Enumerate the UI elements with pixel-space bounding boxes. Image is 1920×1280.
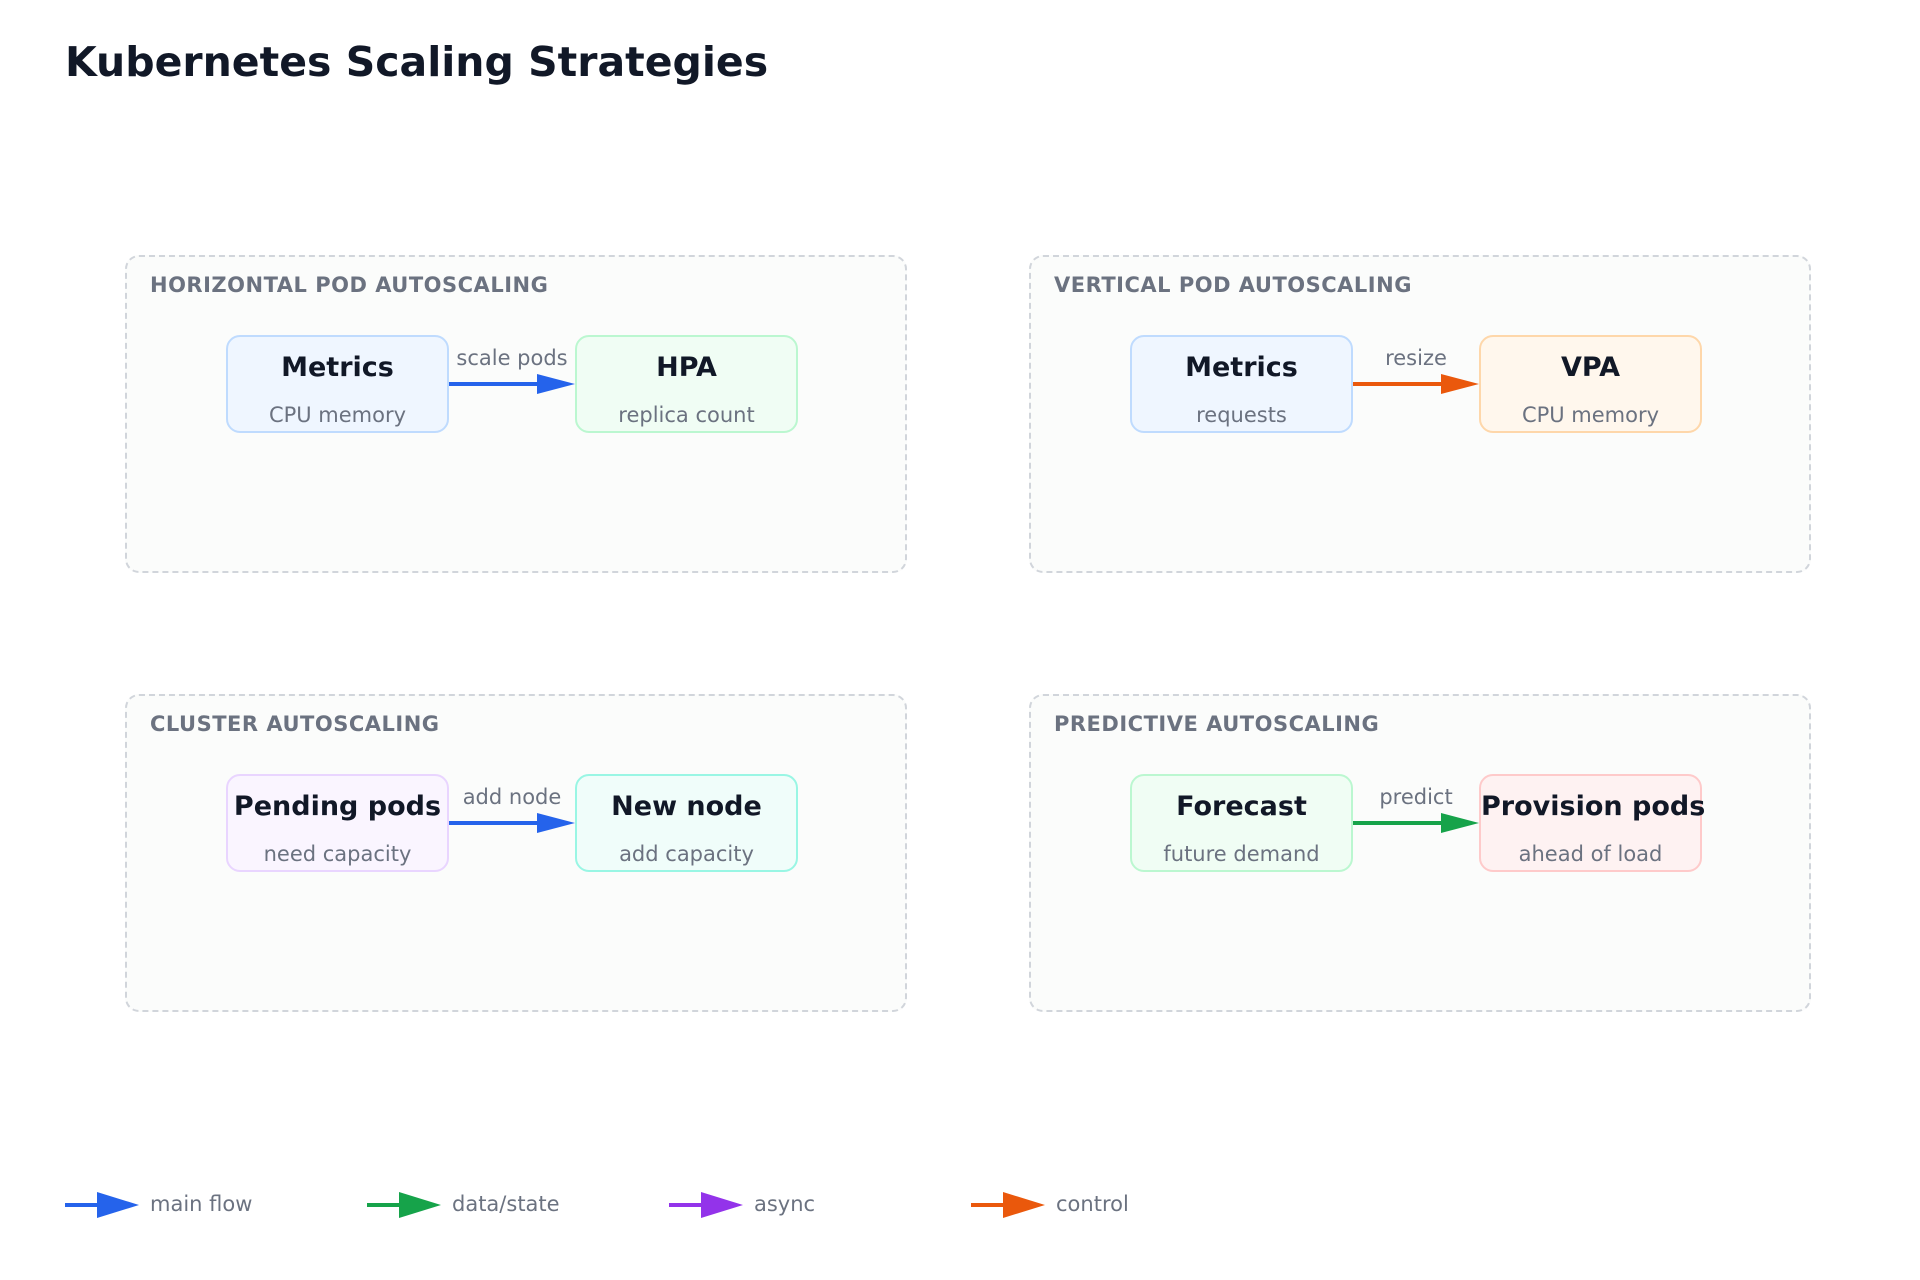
edge-arrow [1353,813,1479,833]
node-subtitle: replica count [618,403,755,427]
node-title: Forecast [1176,791,1307,822]
node-title: VPA [1560,352,1621,383]
legend-label: main flow [150,1192,253,1216]
edge-arrow [449,813,575,833]
legend-arrow-icon [669,1192,743,1218]
panel-label: CLUSTER AUTOSCALING [150,712,440,736]
panel-label: HORIZONTAL POD AUTOSCALING [150,273,549,297]
node-title: Provision pods [1481,791,1706,822]
node-title: HPA [656,352,717,383]
panel-horizontal-pod-autoscaling: HORIZONTAL POD AUTOSCALING Metrics CPU m… [125,255,907,573]
node-vpa[interactable]: VPA CPU memory [1479,335,1702,433]
panel-label: VERTICAL POD AUTOSCALING [1054,273,1412,297]
node-new-node[interactable]: New node add capacity [575,774,798,872]
node-subtitle: requests [1196,403,1287,427]
node-forecast[interactable]: Forecast future demand [1130,774,1353,872]
edge-label: add node [462,785,562,809]
legend-arrow-icon [971,1192,1045,1218]
node-provision-pods[interactable]: Provision pods ahead of load [1479,774,1706,872]
panel-label: PREDICTIVE AUTOSCALING [1054,712,1380,736]
edge-label: predict [1379,785,1453,809]
node-subtitle: ahead of load [1518,842,1663,866]
panel-cluster-autoscaling: CLUSTER AUTOSCALING Pending pods need ca… [125,694,907,1012]
node-pending-pods[interactable]: Pending pods need capacity [226,774,449,872]
edge-label: resize [1385,346,1447,370]
diagram-title: Kubernetes Scaling Strategies [65,38,769,86]
node-metrics[interactable]: Metrics CPU memory [226,335,449,433]
legend-arrow-icon [65,1192,139,1218]
edge-arrow [1353,374,1479,394]
node-subtitle: add capacity [619,842,754,866]
node-title: Pending pods [233,791,442,822]
node-title: New node [611,791,762,822]
legend-label: data/state [452,1192,560,1216]
panel-predictive-autoscaling: PREDICTIVE AUTOSCALING Forecast future d… [1029,694,1811,1012]
legend-label: control [1056,1192,1129,1216]
node-subtitle: future demand [1163,842,1320,866]
legend-label: async [754,1192,816,1216]
panel-vertical-pod-autoscaling: VERTICAL POD AUTOSCALING Metrics request… [1029,255,1811,573]
node-subtitle: need capacity [263,842,412,866]
node-subtitle: CPU memory [268,403,407,427]
node-title: Metrics [1185,352,1298,383]
node-title: Metrics [281,352,394,383]
edge-arrow [449,374,575,394]
node-metrics[interactable]: Metrics requests [1130,335,1353,433]
node-subtitle: CPU memory [1521,403,1660,427]
node-hpa[interactable]: HPA replica count [575,335,798,433]
edge-label: scale pods [456,346,568,370]
legend-arrow-icon [367,1192,441,1218]
